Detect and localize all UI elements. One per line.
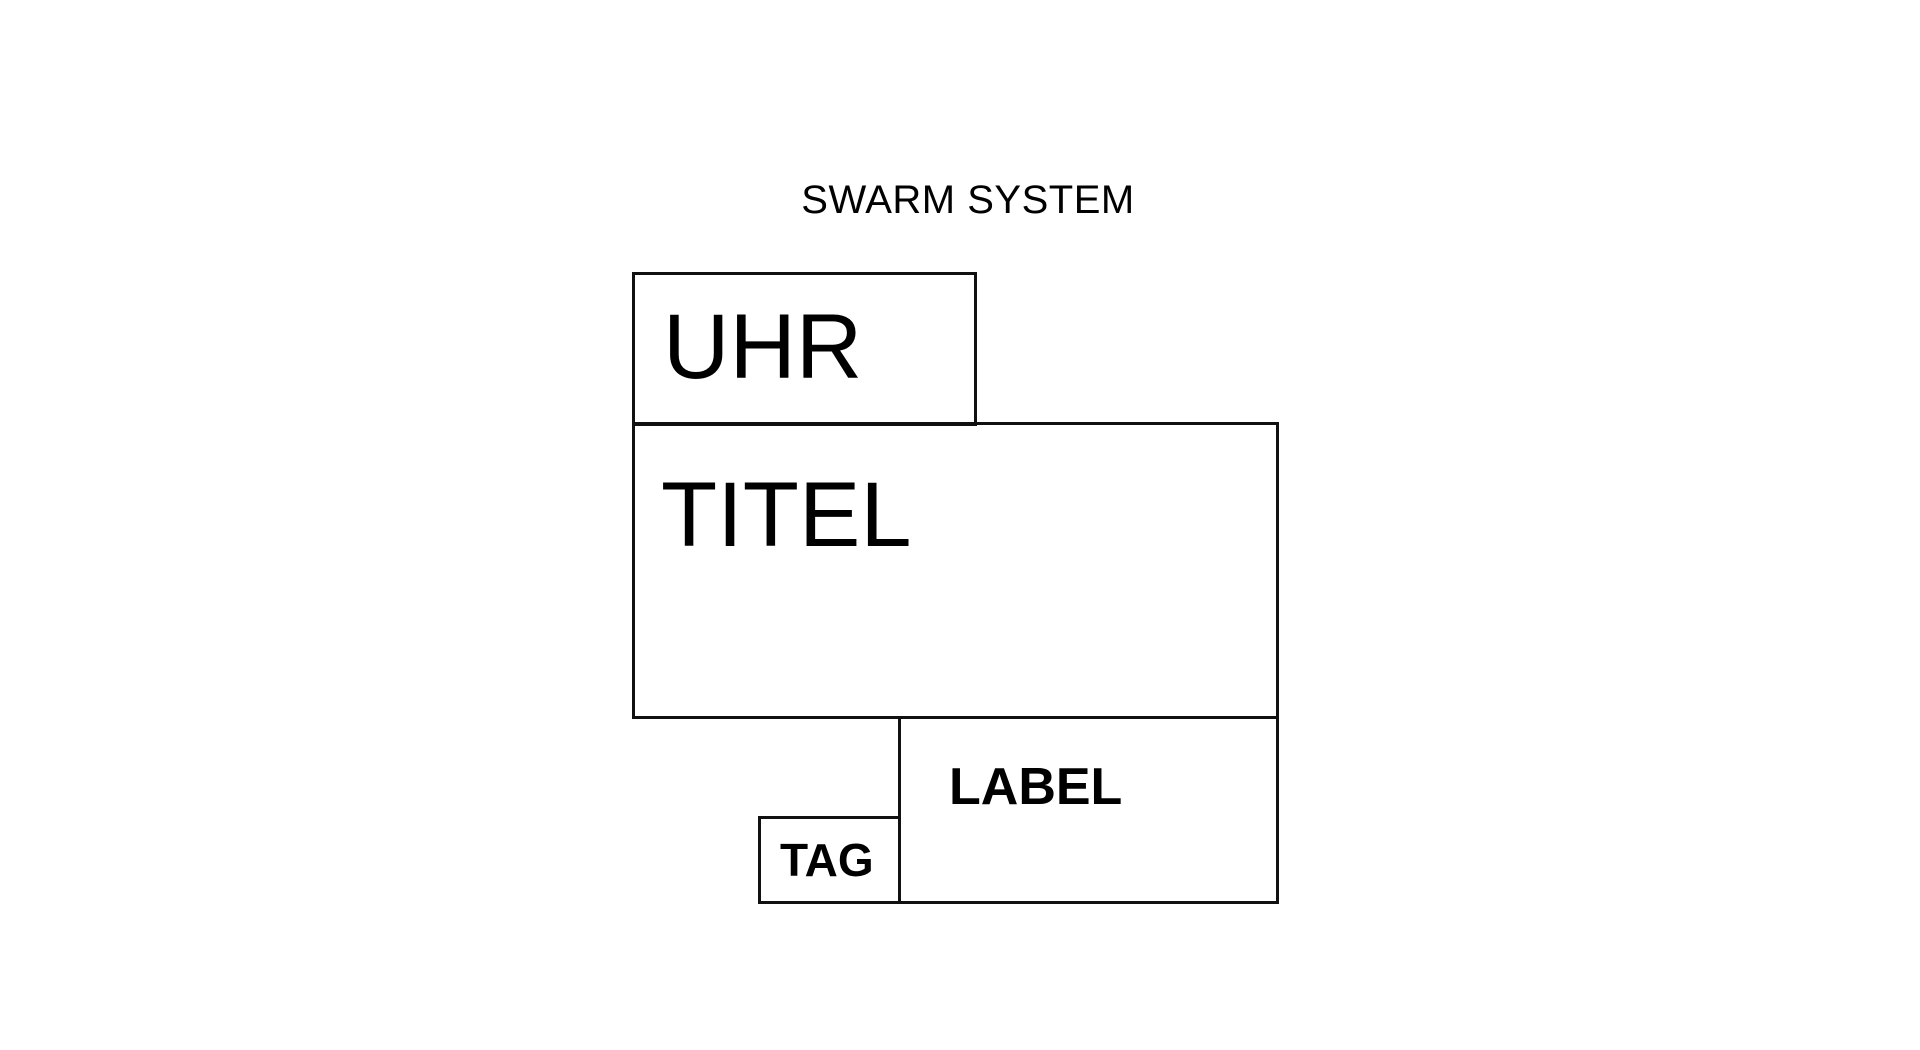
tag-label: TAG (780, 834, 874, 886)
tag-box: TAG (758, 816, 901, 904)
label-label: LABEL (949, 758, 1123, 816)
uhr-box: UHR (632, 272, 977, 426)
titel-label: TITEL (661, 464, 912, 566)
titel-box: TITEL (632, 422, 1279, 719)
diagram-title: SWARM SYSTEM (801, 178, 1135, 222)
label-box: LABEL (898, 716, 1279, 904)
uhr-label: UHR (663, 296, 863, 398)
